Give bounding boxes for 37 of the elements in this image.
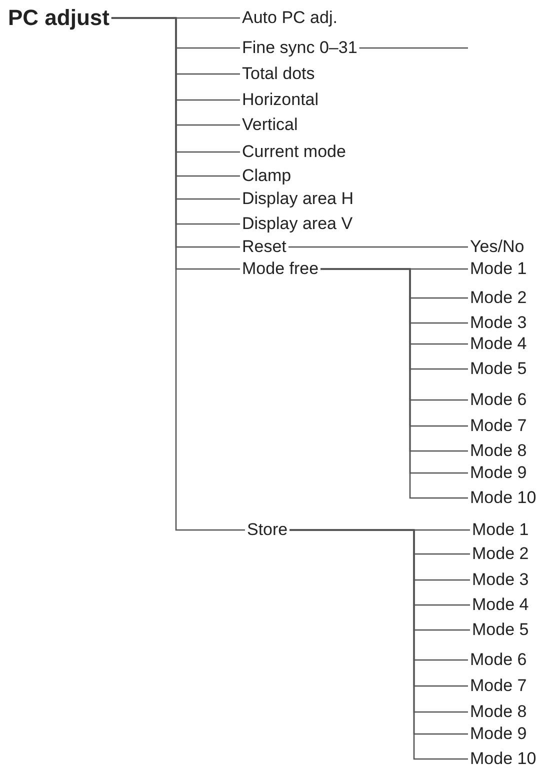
menu-item-label: Mode 10: [468, 749, 538, 769]
menu-item-label: Mode 9: [468, 724, 529, 744]
menu-item-label: Display area V: [240, 214, 355, 234]
menu-item-label: Horizontal: [240, 90, 321, 110]
menu-item-label: Mode 1: [470, 520, 531, 540]
menu-item-label: Mode 4: [468, 334, 529, 354]
menu-item-label: Mode 5: [470, 620, 531, 640]
menu-item-label: Mode 9: [468, 463, 529, 483]
menu-item-label: Mode 4: [470, 595, 531, 615]
menu-item-label: Mode 6: [468, 390, 529, 410]
menu-item-label: Mode 2: [470, 544, 531, 564]
menu-item-label: Vertical: [240, 115, 300, 135]
menu-item-label: Mode 10: [468, 488, 538, 508]
menu-item-label: Current mode: [240, 142, 348, 162]
menu-item-label: Display area H: [240, 189, 356, 209]
menu-item-label: Mode 7: [468, 416, 529, 436]
tree-connector: [111, 17, 245, 531]
menu-item-label: Total dots: [240, 64, 317, 84]
menu-item-label: Clamp: [240, 166, 294, 186]
menu-item-label: Mode 3: [468, 313, 529, 333]
menu-item-label: Mode free: [240, 259, 321, 279]
menu-item-label: Mode 2: [468, 288, 529, 308]
menu-item-label: Mode 7: [468, 676, 529, 696]
menu-item-label: Fine sync 0–31: [240, 38, 360, 58]
menu-item-label: Mode 5: [468, 359, 529, 379]
menu-item-label: Store: [245, 520, 290, 540]
menu-heading: PC adjust: [6, 6, 112, 30]
menu-item-label: Mode 8: [468, 702, 529, 722]
menu-item-label: Yes/No: [468, 237, 526, 257]
menu-item-label: Mode 8: [468, 441, 529, 461]
menu-item-label: Auto PC adj.: [240, 8, 340, 28]
menu-item-label: Mode 3: [470, 570, 531, 590]
menu-item-label: Mode 1: [468, 259, 529, 279]
menu-item-label: Reset: [240, 237, 288, 257]
tree-connector: [288, 246, 468, 248]
menu-item-label: Mode 6: [468, 650, 529, 670]
line: [359, 47, 468, 49]
